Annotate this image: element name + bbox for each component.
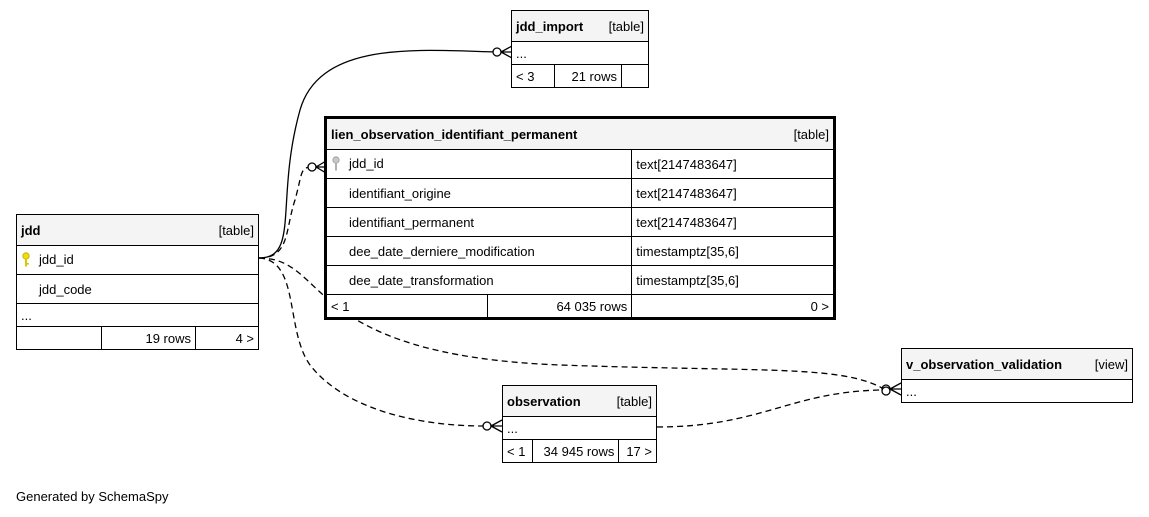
column-ellipsis: ... [16, 303, 259, 327]
column-row[interactable]: jdd_id [16, 245, 259, 275]
column-type: timestamptz[35,6] [631, 265, 834, 295]
column-ellipsis: ... [901, 379, 1133, 403]
generated-by-text: Generated by SchemaSpy [16, 489, 169, 504]
edge-jdd-jdd-import [258, 49, 497, 259]
table-name[interactable]: lien_observation_identifiant_permanent [331, 126, 578, 142]
table-type: [table] [218, 222, 254, 238]
parents-link[interactable]: < 1 [326, 294, 488, 318]
column-ellipsis: ... [502, 416, 657, 440]
column-row[interactable]: jdd_code [16, 274, 259, 304]
edge-jdd-lien [258, 166, 311, 259]
table-name[interactable]: v_observation_validation [906, 356, 1063, 372]
children-link[interactable]: 4 > [195, 326, 259, 350]
primary-key-icon [22, 252, 30, 267]
column-name: dee_date_derniere_modification [349, 243, 535, 259]
parents-link[interactable]: < 1 [502, 439, 533, 463]
edge-end-circle [307, 162, 317, 172]
column-row[interactable]: jdd_id [325, 149, 633, 179]
table-jdd[interactable]: jdd [table] jdd_id jdd_code ... 19 rows … [16, 214, 259, 350]
row-count: 21 rows [554, 64, 622, 88]
column-row[interactable]: identifiant_origine [325, 178, 633, 208]
children-link[interactable]: 17 > [618, 439, 657, 463]
column-row[interactable]: dee_date_transformation [325, 265, 633, 295]
edge-observation-v-observation [656, 389, 881, 428]
table-type: [view] [1094, 356, 1128, 372]
table-type: [table] [616, 393, 652, 409]
column-type: text[2147483647] [631, 178, 834, 208]
table-name[interactable]: observation [507, 393, 581, 409]
table-v-observation-validation[interactable]: v_observation_validation [view] ... [901, 348, 1133, 403]
column-row[interactable]: dee_date_derniere_modification [325, 236, 633, 266]
column-ellipsis: ... [511, 41, 649, 65]
table-name[interactable]: jdd [21, 222, 41, 238]
row-count: 64 035 rows [486, 294, 633, 318]
column-name: identifiant_origine [349, 185, 451, 201]
edge-jdd-observation [258, 257, 484, 427]
foreign-key-icon [332, 156, 340, 171]
column-type: timestamptz[35,6] [631, 236, 834, 266]
edge-end-circle [482, 421, 492, 431]
table-observation[interactable]: observation [table] ... < 1 34 945 rows … [502, 385, 657, 463]
parents-link[interactable]: < 3 [511, 64, 555, 88]
table-type: [table] [608, 18, 644, 34]
row-count: 19 rows [101, 326, 196, 350]
edge-end-circle [881, 386, 891, 396]
crowfoot-icon [500, 45, 513, 59]
row-count: 34 945 rows [531, 439, 620, 463]
column-row[interactable]: identifiant_permanent [325, 207, 633, 237]
table-type: [table] [793, 126, 829, 142]
column-name: jdd_code [39, 281, 92, 297]
column-name: identifiant_permanent [349, 214, 475, 230]
parents-link [16, 326, 102, 350]
table-jdd-import[interactable]: jdd_import [table] ... < 3 21 rows [511, 10, 649, 88]
edge-jdd-v-observation [258, 257, 883, 389]
column-name: dee_date_transformation [349, 272, 494, 288]
children-link [621, 64, 649, 88]
column-name: jdd_id [349, 155, 384, 171]
crowfoot-icon [889, 382, 902, 396]
edge-end-circle [492, 47, 502, 57]
crowfoot-icon [315, 160, 327, 174]
column-type: text[2147483647] [631, 149, 834, 179]
table-name[interactable]: jdd_import [516, 18, 584, 34]
column-type: text[2147483647] [631, 207, 834, 237]
crowfoot-icon [490, 419, 503, 433]
children-link[interactable]: 0 > [631, 294, 834, 318]
table-lien-observation-identifiant-permanent[interactable]: lien_observation_identifiant_permanent [… [324, 116, 836, 320]
column-name: jdd_id [39, 251, 74, 267]
